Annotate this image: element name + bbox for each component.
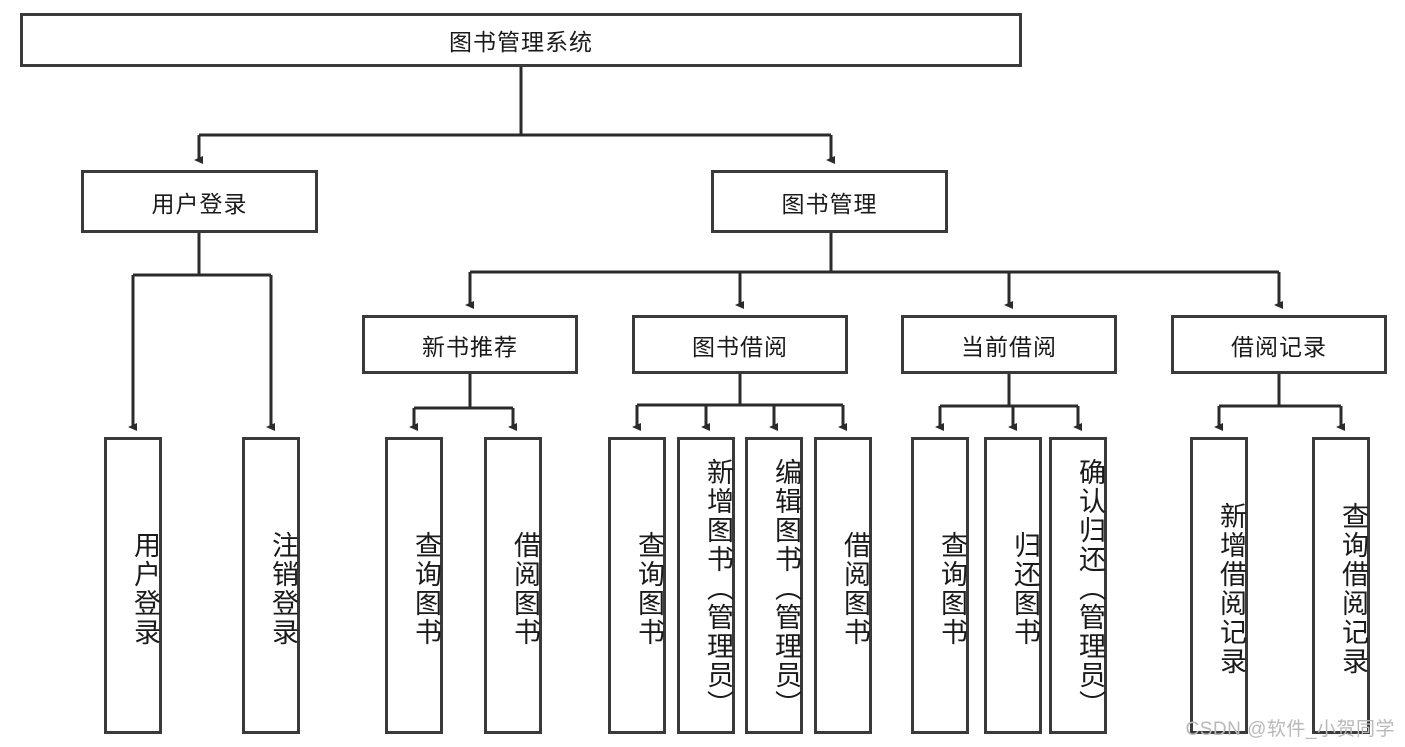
leaf-label: 借阅图书 — [840, 530, 870, 647]
node-current-borrow[interactable]: 当前借阅 — [901, 315, 1117, 374]
leaf-query-borrow-record[interactable]: 查询借阅记录 — [1312, 437, 1370, 734]
leaf-label: 查询借阅记录 — [1338, 501, 1368, 676]
watermark-text: CSDN @软件_小贺同学 — [1185, 719, 1395, 740]
leaf-label: 借阅图书 — [510, 530, 540, 647]
leaf-label: 用户登录 — [130, 530, 160, 647]
leaf-add-book-admin[interactable]: 新增图书（管理员） — [677, 437, 735, 734]
leaf-borrow-book-recommend[interactable]: 借阅图书 — [484, 437, 542, 734]
leaf-edit-book-admin[interactable]: 编辑图书（管理员） — [745, 437, 803, 734]
node-root-system[interactable]: 图书管理系统 — [20, 13, 1022, 67]
leaf-label: 新增图书（管理员） — [703, 458, 733, 719]
leaf-label: 查询图书 — [937, 530, 967, 647]
node-book-management[interactable]: 图书管理 — [711, 170, 948, 233]
leaf-label: 注销登录 — [268, 530, 298, 647]
leaf-label: 新增借阅记录 — [1216, 501, 1246, 676]
node-new-book-recommend[interactable]: 新书推荐 — [362, 315, 578, 374]
leaf-query-book-borrow[interactable]: 查询图书 — [608, 437, 666, 734]
node-user-login[interactable]: 用户登录 — [81, 170, 318, 233]
leaf-borrow-book[interactable]: 借阅图书 — [814, 437, 872, 734]
leaf-label: 查询图书 — [411, 530, 441, 647]
leaf-label: 查询图书 — [634, 530, 664, 647]
leaf-label: 编辑图书（管理员） — [771, 458, 801, 719]
leaf-query-book-recommend[interactable]: 查询图书 — [385, 437, 443, 734]
node-book-borrow[interactable]: 图书借阅 — [632, 315, 848, 374]
node-borrow-record[interactable]: 借阅记录 — [1171, 315, 1387, 374]
leaf-user-login[interactable]: 用户登录 — [104, 437, 162, 734]
leaf-add-borrow-record[interactable]: 新增借阅记录 — [1190, 437, 1248, 734]
leaf-label: 归还图书 — [1010, 530, 1040, 647]
leaf-return-book[interactable]: 归还图书 — [984, 437, 1042, 734]
leaf-confirm-return-admin[interactable]: 确认归还（管理员） — [1049, 437, 1107, 734]
leaf-query-book-current[interactable]: 查询图书 — [911, 437, 969, 734]
leaf-logout[interactable]: 注销登录 — [242, 437, 300, 734]
leaf-label: 确认归还（管理员） — [1075, 458, 1105, 719]
